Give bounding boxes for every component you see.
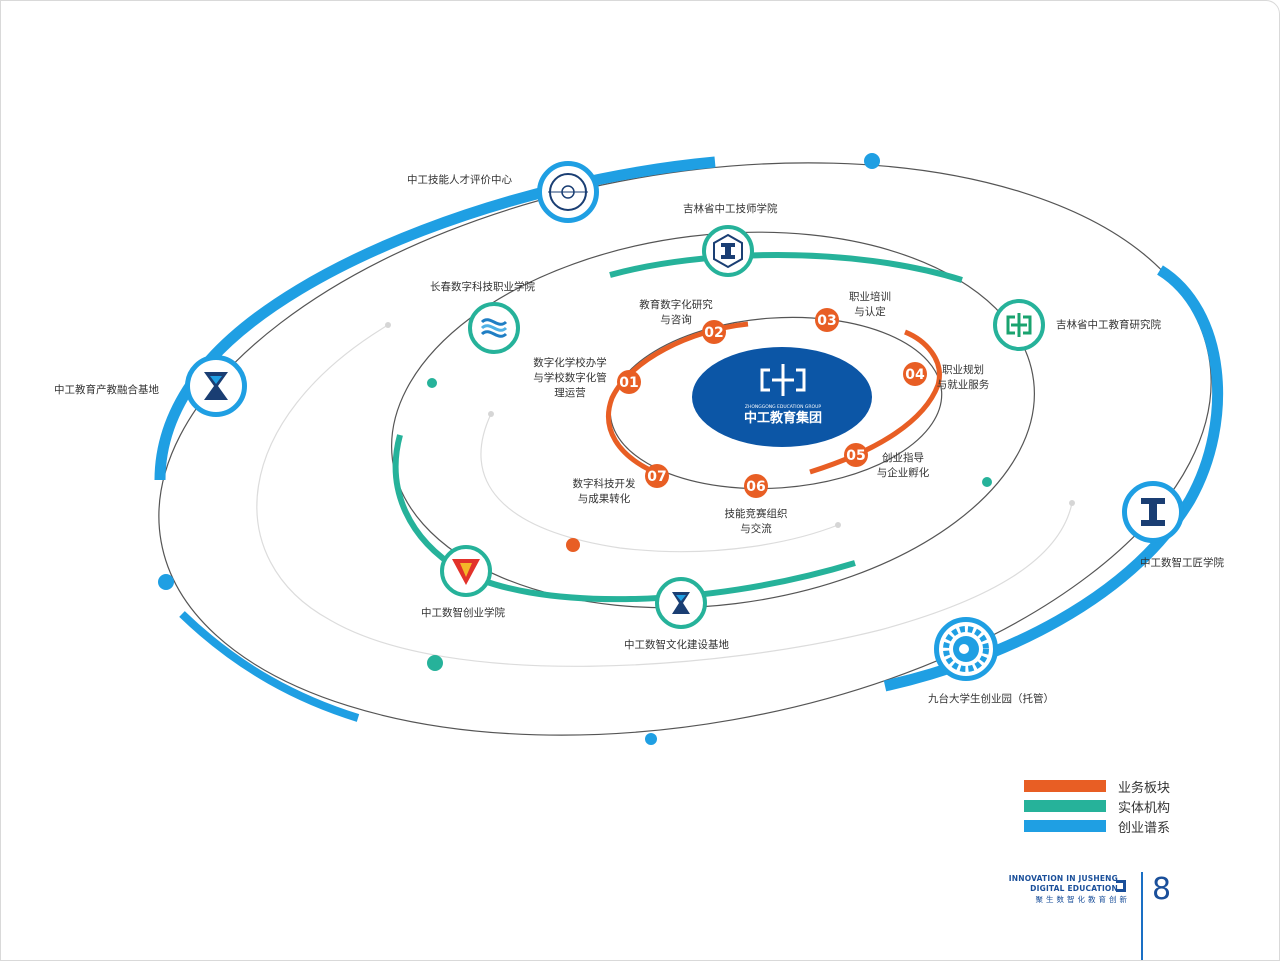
business-label: 技能竞赛组织 与交流 <box>724 508 788 535</box>
business-badge-number: 05 <box>846 448 865 464</box>
page-number: 8 <box>1152 872 1172 907</box>
career-label: 九台大学生创业园（托管） <box>928 693 1054 705</box>
orbit-dot <box>982 477 992 487</box>
business-badge-number: 06 <box>746 479 765 495</box>
business-badge-number: 04 <box>905 367 925 383</box>
business-badge-07 <box>645 464 669 488</box>
career-label: 中工数智工匠学院 <box>1140 557 1224 569</box>
institute-hex-icon <box>702 225 754 277</box>
business-label: 职业规划 与就业服务 <box>936 364 990 391</box>
orbit-dot <box>427 655 443 671</box>
middle-orbit <box>391 231 1035 609</box>
page-divider <box>1141 872 1143 961</box>
business-badge-05 <box>844 443 868 467</box>
legend: 业务板块 实体机构 创业谱系 <box>1024 776 1170 836</box>
business-badge-number: 01 <box>619 375 638 391</box>
gear-icon <box>934 617 998 681</box>
career-arc <box>179 611 360 722</box>
orbit-dot <box>158 574 174 590</box>
legend-item: 业务板块 <box>1024 776 1170 796</box>
triangle-logo-icon <box>440 545 492 597</box>
center-title: 中工教育集团 <box>744 410 822 426</box>
business-label: 教育数字化研究 与咨询 <box>639 299 713 326</box>
legend-swatch-career <box>1024 820 1106 832</box>
business-label: 创业指导 与企业孵化 <box>876 452 930 479</box>
orbit-dot <box>427 378 437 388</box>
legend-swatch-entity <box>1024 800 1106 812</box>
center-ellipse <box>692 347 872 447</box>
entity-label: 中工数智文化建设基地 <box>624 639 729 651</box>
business-badge-number: 02 <box>704 325 723 341</box>
i-beam-icon <box>1122 481 1184 543</box>
research-logo-icon <box>993 299 1045 351</box>
business-arc <box>605 321 749 473</box>
group-logo-icon <box>760 364 806 396</box>
legend-swatch-business <box>1024 780 1106 792</box>
entity-label: 中工数智创业学院 <box>421 607 505 619</box>
footer-line1: INNOVATION IN JUSHENG <box>1008 874 1118 883</box>
hourglass-icon <box>185 355 247 417</box>
entity-arc <box>609 252 963 283</box>
legend-label: 实体机构 <box>1118 800 1171 816</box>
business-badge-02 <box>702 320 726 344</box>
legend-label: 业务板块 <box>1118 780 1171 796</box>
legend-item: 实体机构 <box>1024 796 1170 816</box>
entity-label: 长春数字科技职业学院 <box>430 281 535 293</box>
orbit-dot <box>645 733 657 745</box>
legend-label: 创业谱系 <box>1118 820 1171 836</box>
business-label: 数字化学校办学 与学校数字化管 理运营 <box>533 357 607 399</box>
entity-label: 吉林省中工教育研究院 <box>1056 319 1161 331</box>
hourglass-logo-icon <box>655 577 707 629</box>
footer-bracket-icon <box>1116 880 1126 892</box>
business-badge-number: 03 <box>817 313 836 329</box>
orbit-dot <box>566 538 580 552</box>
business-badge-01 <box>617 370 641 394</box>
entity-label: 吉林省中工技师学院 <box>683 203 778 215</box>
orbit-endpoint-dot <box>385 322 391 328</box>
orbit-endpoint-dot <box>1069 500 1075 506</box>
career-label: 中工教育产教融合基地 <box>54 384 159 396</box>
center-en-text: ZHONGGONG EDUCATION GROUP <box>745 404 822 410</box>
business-label: 数字科技开发 与成果转化 <box>572 478 636 505</box>
career-arc <box>154 156 716 481</box>
footer-slogan: INNOVATION IN JUSHENG DIGITAL EDUCATION … <box>990 874 1140 905</box>
career-label: 中工技能人才评价中心 <box>407 174 512 186</box>
orbit-endpoint-dot <box>488 411 494 417</box>
business-badge-06 <box>744 474 768 498</box>
business-label: 职业培训 与认定 <box>849 291 891 318</box>
orbit-endpoint-dot <box>835 522 841 528</box>
business-badge-04 <box>903 362 927 386</box>
career-arc <box>883 265 1224 692</box>
faint-orbit-arc <box>256 324 1073 667</box>
orbit-dot <box>864 153 880 169</box>
legend-item: 创业谱系 <box>1024 816 1170 836</box>
wave-logo-icon <box>468 302 520 354</box>
footer-line3: 聚生数智化教育创新 <box>1035 895 1130 904</box>
footer-line2: DIGITAL EDUCATION <box>1030 884 1118 893</box>
business-badge-03 <box>815 308 839 332</box>
faint-orbit-arc <box>480 413 839 553</box>
business-badge-number: 07 <box>647 469 666 485</box>
target-icon <box>537 161 599 223</box>
outer-orbit <box>158 162 1212 736</box>
